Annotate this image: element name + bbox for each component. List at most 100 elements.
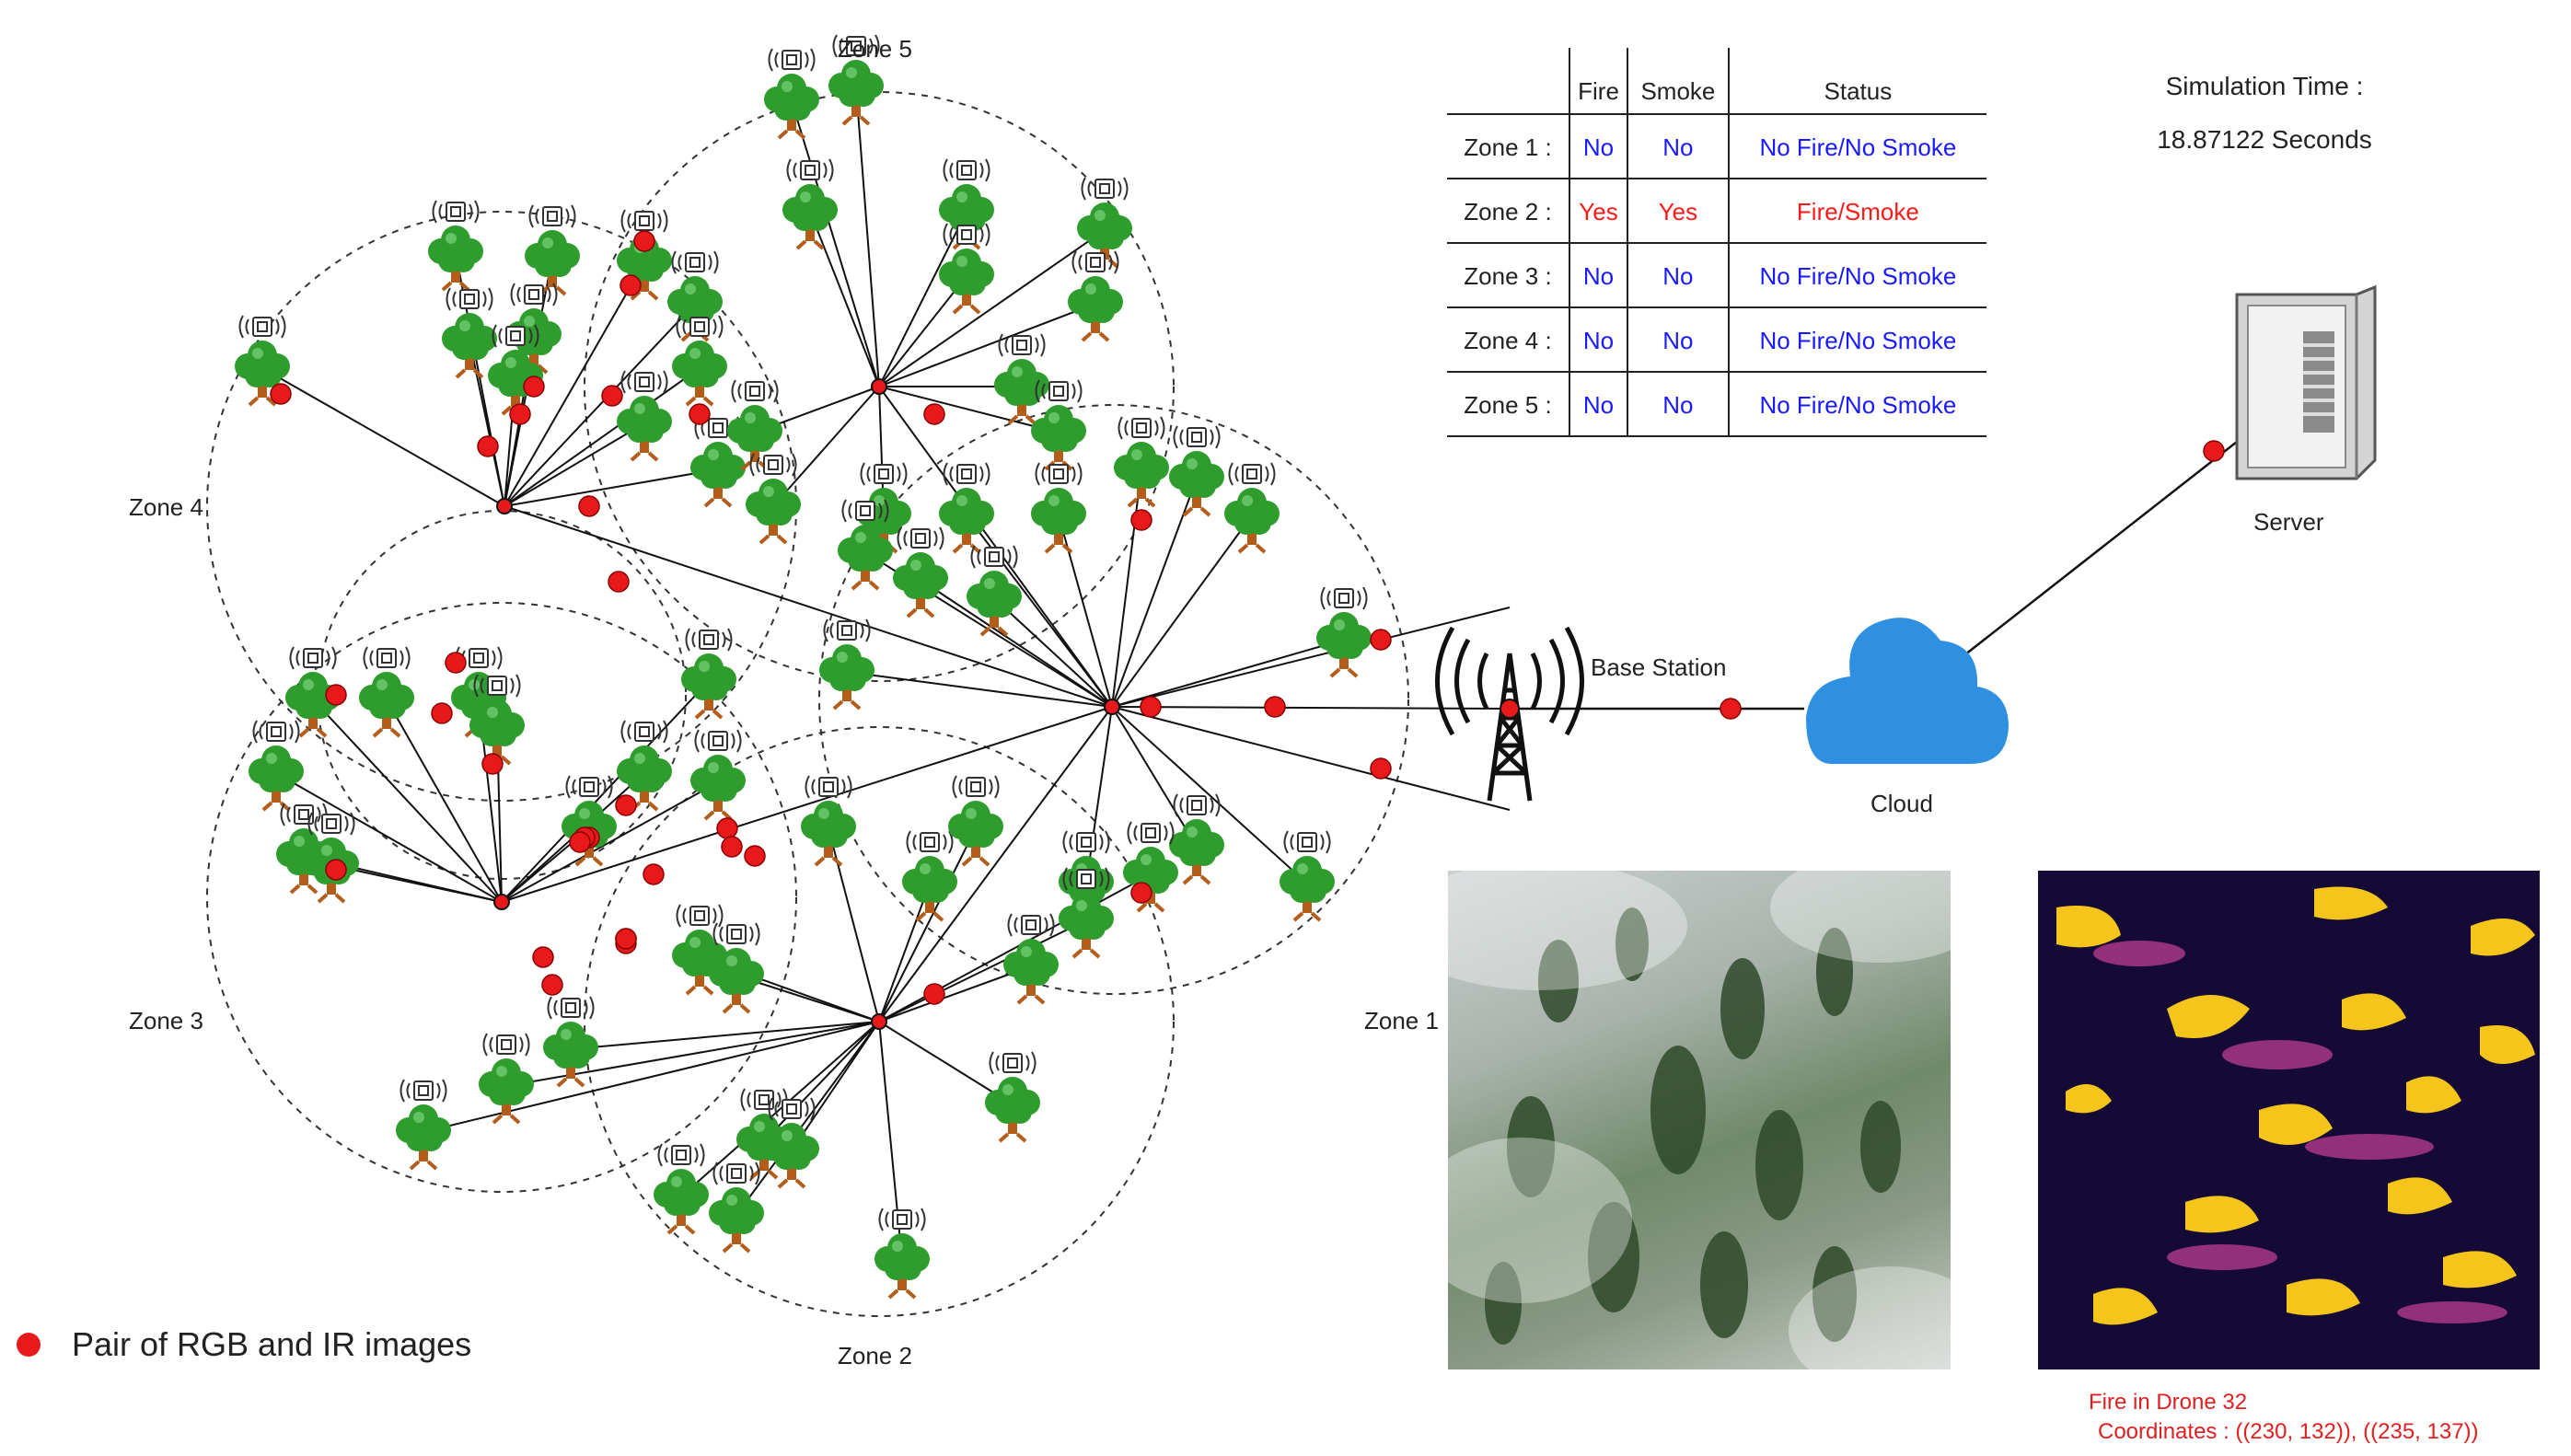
drone-tree[interactable] (1314, 586, 1373, 678)
image-pair-marker[interactable] (689, 403, 711, 425)
image-pair-marker[interactable] (569, 831, 591, 853)
fire-detection-caption: Fire in Drone 32 Coordinates : ((230, 13… (2089, 1388, 2479, 1447)
image-pair-marker[interactable] (481, 753, 504, 775)
image-pair-marker[interactable] (477, 435, 499, 457)
drone-tree[interactable] (983, 1051, 1042, 1143)
image-pair-marker[interactable] (578, 495, 600, 517)
drone-tree[interactable] (1112, 416, 1171, 508)
drone-tree[interactable] (477, 1033, 536, 1125)
table-row: Zone 5 : No No No Fire/No Smoke (1447, 371, 1986, 437)
drone-tree[interactable] (1222, 462, 1281, 554)
image-pair-marker[interactable] (716, 817, 738, 839)
drone-tree[interactable] (799, 775, 858, 867)
image-pair-marker[interactable] (633, 230, 655, 252)
drone-icon (1007, 913, 1055, 937)
zone-2-boundary (584, 726, 1175, 1317)
image-pair-marker[interactable] (643, 863, 665, 885)
row-status: Fire/Smoke (1727, 178, 1986, 243)
drone-tree[interactable] (615, 370, 674, 462)
image-pair-marker[interactable] (615, 928, 637, 950)
row-smoke: No (1627, 242, 1729, 307)
server-icon[interactable] (2235, 284, 2377, 480)
drone-tree[interactable] (762, 48, 821, 140)
drone-tree[interactable] (689, 729, 747, 821)
row-zone: Zone 4 : (1447, 306, 1569, 372)
drone-tree[interactable] (781, 158, 840, 250)
image-pair-marker[interactable] (1370, 629, 1392, 651)
tree-icon (827, 58, 886, 126)
image-pair-marker[interactable] (1720, 698, 1742, 720)
image-pair-marker[interactable] (509, 403, 531, 425)
drone-tree[interactable] (891, 526, 950, 618)
tree-icon (357, 670, 416, 738)
drone-link (1111, 639, 1345, 708)
drone-icon (1071, 250, 1119, 274)
link-cloud-server (1960, 441, 2238, 659)
tree-icon (992, 357, 1051, 425)
drone-link (878, 303, 1096, 387)
drone-tree[interactable] (744, 453, 803, 545)
cluster-head-2 (871, 1013, 887, 1030)
drone-tree[interactable] (707, 922, 766, 1014)
drone-tree[interactable] (541, 996, 600, 1088)
table-row: Zone 2 : Yes Yes Fire/Smoke (1447, 178, 1986, 243)
drone-tree[interactable] (1167, 425, 1226, 517)
drone-tree[interactable] (900, 830, 959, 922)
image-pair-marker[interactable] (1370, 757, 1392, 780)
drone-tree[interactable] (523, 204, 582, 296)
image-pair-marker[interactable] (270, 383, 292, 405)
hub-link (878, 706, 1113, 1023)
image-pair-marker[interactable] (620, 274, 642, 296)
drone-tree[interactable] (426, 200, 485, 292)
drone-tree[interactable] (670, 315, 729, 407)
image-pair-marker[interactable] (601, 385, 623, 407)
drone-tree[interactable] (1002, 913, 1060, 1005)
image-pair-marker[interactable] (2203, 440, 2225, 462)
drone-tree[interactable] (652, 1143, 711, 1235)
image-pair-marker[interactable] (1140, 696, 1162, 718)
image-pair-marker[interactable] (523, 376, 545, 398)
drone-tree[interactable] (992, 333, 1051, 425)
radio-tower-icon[interactable] (1435, 626, 1584, 802)
drone-link (570, 1021, 880, 1050)
drone-tree[interactable] (679, 628, 738, 720)
simulation-time-label: Simulation Time : (2165, 72, 2364, 100)
drone-tree[interactable] (440, 287, 499, 379)
image-pair-marker[interactable] (1264, 696, 1286, 718)
image-pair-marker[interactable] (615, 794, 637, 816)
tree-icon (762, 72, 821, 140)
drone-icon (1127, 821, 1175, 845)
image-pair-marker[interactable] (541, 974, 563, 996)
tree-icon (707, 1185, 766, 1254)
image-pair-marker[interactable] (744, 845, 766, 867)
image-pair-marker[interactable] (325, 684, 347, 706)
drone-tree[interactable] (1029, 462, 1088, 554)
drone-tree[interactable] (1278, 830, 1337, 922)
drone-tree[interactable] (937, 462, 996, 554)
drone-tree[interactable] (394, 1079, 453, 1171)
image-pair-marker[interactable] (431, 702, 453, 724)
legend: Pair of RGB and IR images (17, 1325, 471, 1364)
drone-link (1111, 706, 1198, 848)
image-pair-marker[interactable] (923, 403, 945, 425)
image-pair-marker[interactable] (608, 571, 630, 593)
image-pair-marker[interactable] (721, 836, 743, 858)
image-pair-marker[interactable] (1130, 509, 1152, 531)
drone-icon (1173, 425, 1221, 449)
drone-link (1111, 706, 1308, 884)
drone-tree[interactable] (946, 775, 1005, 867)
rgb-image (1448, 871, 1951, 1369)
tree-icon (1121, 845, 1180, 913)
image-pair-marker[interactable] (532, 946, 554, 968)
image-pair-marker[interactable] (1130, 882, 1152, 904)
image-pair-marker[interactable] (325, 859, 347, 881)
image-pair-marker[interactable] (923, 983, 945, 1005)
drone-tree[interactable] (873, 1208, 932, 1300)
cloud-icon[interactable] (1806, 618, 2009, 764)
drone-icon (989, 1051, 1037, 1075)
table-row: Zone 3 : No No No Fire/No Smoke (1447, 242, 1986, 307)
uplink (1111, 706, 1511, 811)
drone-tree[interactable] (357, 646, 416, 738)
image-pair-marker[interactable] (445, 652, 467, 674)
tree-icon (799, 799, 858, 867)
